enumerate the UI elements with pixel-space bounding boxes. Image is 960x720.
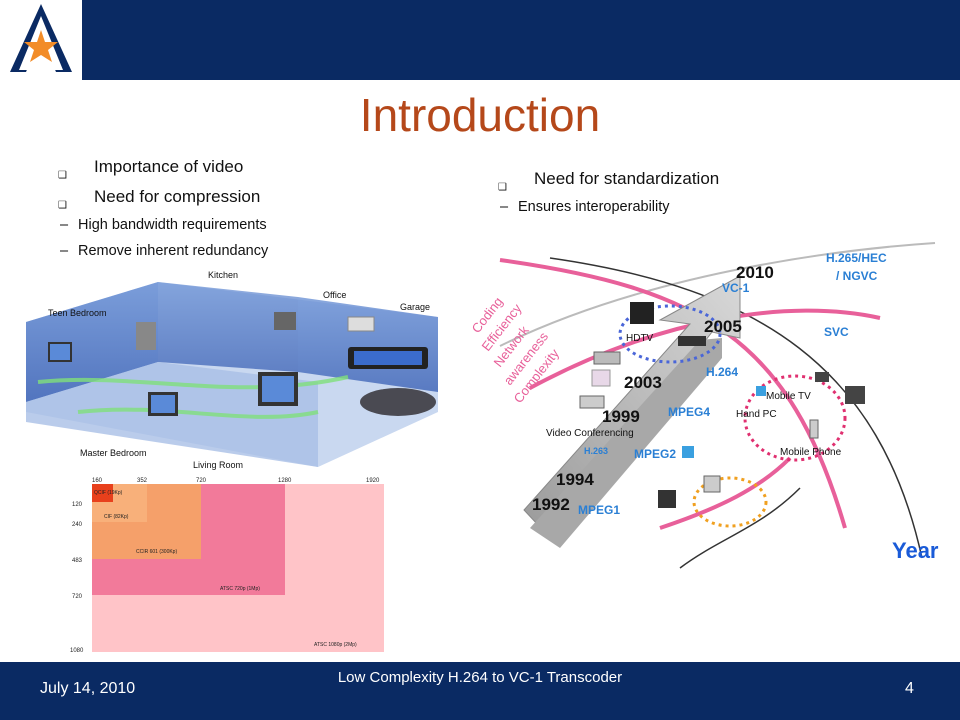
codec-timeline-diagram: Coding Efficiency Network awareness Comp… <box>469 242 939 569</box>
room-label-master-bedroom: Master Bedroom <box>80 448 147 458</box>
resolution-comparison-chart: 160 352 720 1280 1920 120 240 483 720 10… <box>70 478 384 654</box>
room-label-kitchen: Kitchen <box>208 270 238 280</box>
year-label-2003: 2003 <box>624 373 662 392</box>
left-tick-483: 483 <box>72 558 83 564</box>
sub-bullet-bandwidth: –High bandwidth requirements <box>60 217 267 233</box>
room-label-office: Office <box>323 290 346 300</box>
format-qcif: QCIF (19Kp) <box>94 490 123 496</box>
sub-bullet-interoperability: –Ensures interoperability <box>500 199 670 215</box>
room-label-living-room: Living Room <box>193 460 243 470</box>
format-ccir601: CCIR 601 (300Kp) <box>136 549 177 555</box>
format-cif: CIF (82Kp) <box>104 514 129 520</box>
codec-h265-line2: / NGVC <box>836 269 878 283</box>
top-tick-1920: 1920 <box>366 478 380 484</box>
left-tick-120: 120 <box>72 502 83 508</box>
codec-svc: SVC <box>824 325 849 339</box>
year-label-1999: 1999 <box>602 407 640 426</box>
left-tick-1080: 1080 <box>70 648 84 654</box>
university-logo <box>0 0 82 80</box>
device-video-conferencing: Video Conferencing <box>546 428 634 439</box>
slide-title: Introduction <box>359 89 601 141</box>
room-label-garage: Garage <box>400 302 430 312</box>
codec-mpeg1: MPEG1 <box>578 503 620 517</box>
codec-h263: H.263 <box>584 446 608 456</box>
format-atsc1080p: ATSC 1080p (2Mp) <box>314 642 357 648</box>
left-tick-720: 720 <box>72 594 83 600</box>
device-hdtv: HDTV <box>626 333 654 344</box>
left-bullet-list: ❑Importance of video ❑Need for compressi… <box>58 152 438 264</box>
room-label-teen-bedroom: Teen Bedroom <box>48 308 107 318</box>
device-mobile-tv: Mobile TV <box>766 391 811 402</box>
year-label-2010: 2010 <box>736 263 774 282</box>
device-hand-pc: Hand PC <box>736 409 777 420</box>
year-label-2005: 2005 <box>704 317 742 336</box>
footer-date: July 14, 2010 <box>40 680 136 697</box>
bullet-need-for-compression: ❑Need for compression <box>58 187 261 211</box>
codec-h265-line1: H.265/HEC <box>826 251 887 265</box>
device-mobile-phone: Mobile Phone <box>780 447 842 458</box>
home-network-diagram: Kitchen Office Garage Teen Bedroom Maste… <box>26 270 438 470</box>
format-atsc720p: ATSC 720p (1Mp) <box>220 586 260 592</box>
right-bullet-list: ❑Need for standardization –Ensures inter… <box>498 164 898 220</box>
bullet-importance-of-video: ❑Importance of video <box>58 157 244 181</box>
codec-mpeg4: MPEG4 <box>668 405 710 419</box>
top-tick-720: 720 <box>196 478 207 484</box>
footer-bar: July 14, 2010 Low Complexity H.264 to VC… <box>0 662 960 720</box>
header-bar <box>0 0 960 80</box>
codec-vc1: VC-1 <box>722 281 750 295</box>
sub-bullet-redundancy: –Remove inherent redundancy <box>60 243 269 259</box>
left-tick-240: 240 <box>72 522 83 528</box>
top-tick-1280: 1280 <box>278 478 292 484</box>
codec-mpeg2: MPEG2 <box>634 447 676 461</box>
codec-h264: H.264 <box>706 365 738 379</box>
axis-label-year: Year <box>892 538 939 563</box>
page-number: 4 <box>905 680 914 697</box>
bullet-need-for-standardization: ❑Need for standardization <box>498 169 720 193</box>
year-label-1992: 1992 <box>532 495 570 514</box>
footer-title: Low Complexity H.264 to VC-1 Transcoder <box>337 669 623 686</box>
top-tick-352: 352 <box>137 478 148 484</box>
year-label-1994: 1994 <box>556 470 594 489</box>
top-tick-160: 160 <box>92 478 103 484</box>
